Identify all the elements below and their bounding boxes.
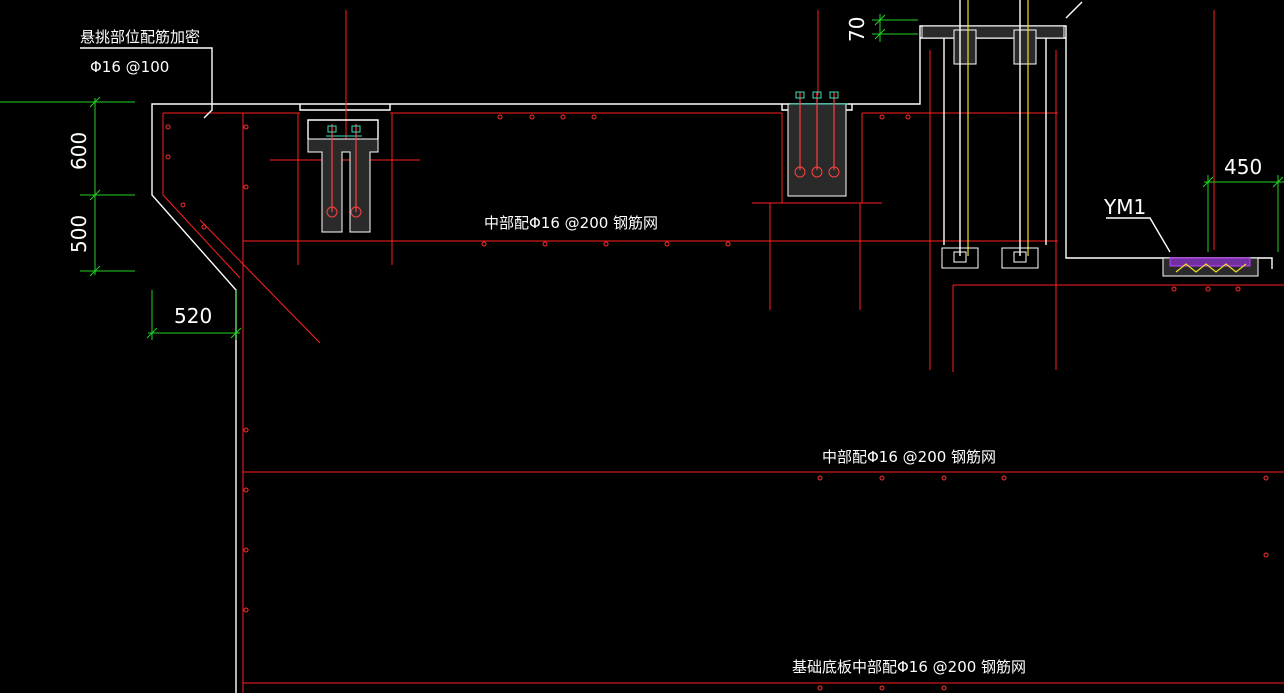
concrete-outline xyxy=(151,25,1273,693)
cantilever-leader xyxy=(80,47,213,119)
dim-600: 600 xyxy=(67,132,91,170)
ym1-label: YM1 xyxy=(1103,195,1146,219)
dim-70: 70 xyxy=(845,17,869,42)
anchor-pocket-middle xyxy=(787,91,848,197)
dim-450: 450 xyxy=(1224,155,1262,179)
rebar-lines xyxy=(162,10,1284,693)
cantilever-spec: Φ16 @100 xyxy=(90,58,169,76)
dimension-lines xyxy=(0,14,1284,340)
column-anchor-bolts xyxy=(921,0,1083,269)
dim-520: 520 xyxy=(174,304,212,328)
base-mesh-label: 基础底板中部配Φ16 @200 钢筋网 xyxy=(792,658,1026,676)
anchor-pocket-left xyxy=(307,119,379,233)
rebar-dots xyxy=(165,114,1269,691)
ym1-membrane xyxy=(1106,217,1259,277)
cantilever-title: 悬挑部位配筋加密 xyxy=(80,28,200,46)
mid-mesh-label-middle: 中部配Φ16 @200 钢筋网 xyxy=(822,448,996,466)
dim-500: 500 xyxy=(67,215,91,253)
mid-mesh-label-top: 中部配Φ16 @200 钢筋网 xyxy=(484,214,658,232)
